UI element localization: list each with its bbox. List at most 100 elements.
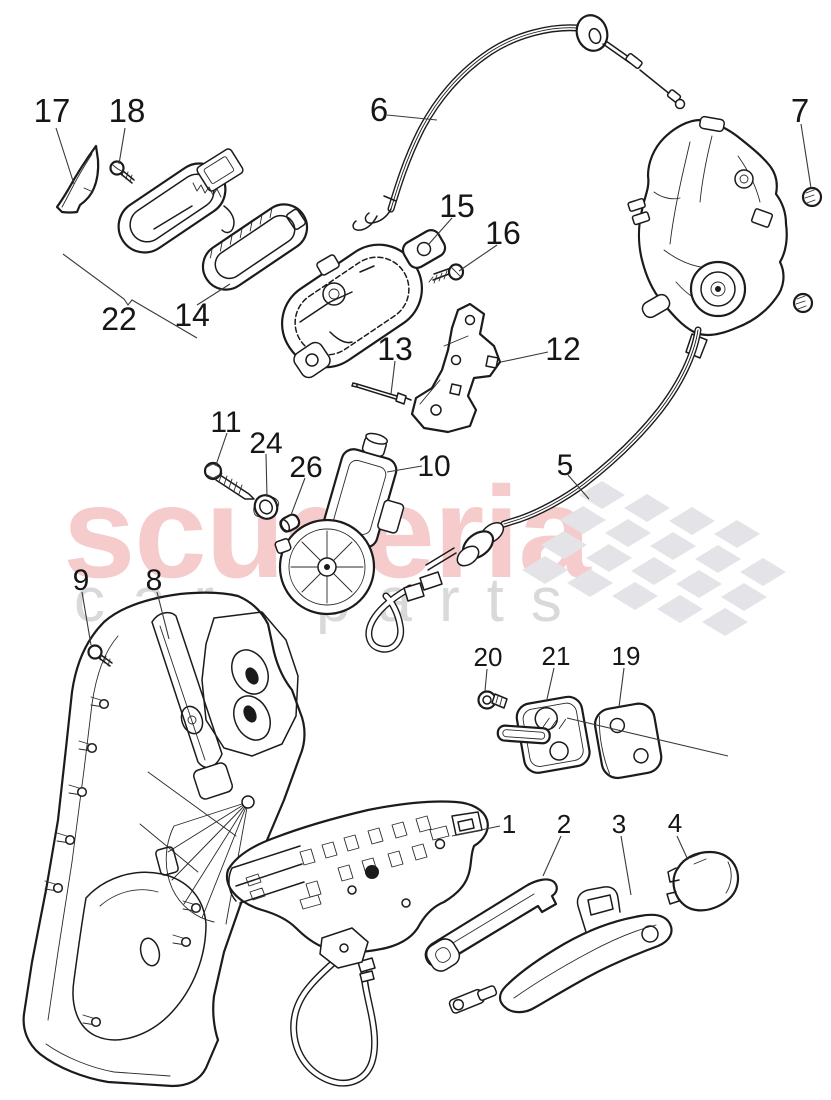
- callout-11: 11: [210, 406, 241, 439]
- bezel14-outer: [201, 203, 309, 291]
- callout-14: 14: [174, 297, 210, 333]
- striker-alignment-line: [566, 717, 729, 757]
- screw-slot: [112, 164, 123, 172]
- lock-drum-inner: [700, 271, 736, 307]
- leader-9: [81, 591, 92, 646]
- panel-rib-hub: [241, 795, 255, 809]
- part-4-end-cap: [666, 850, 740, 912]
- motor-mount-tab: [274, 538, 292, 554]
- screw16-threads: [428, 270, 448, 284]
- callout-13: 13: [377, 331, 413, 367]
- part-10-window-motor: [274, 432, 405, 616]
- bezel-housing-inner: [203, 156, 235, 184]
- gasket-foot: [293, 341, 331, 379]
- bezel-lever: [153, 205, 235, 234]
- bezel-spring-coil: [192, 182, 222, 198]
- part-13-pin: [351, 382, 412, 405]
- motor-cap-top: [365, 432, 388, 445]
- shim-hole-top: [609, 717, 626, 734]
- bracket-hole-3: [430, 404, 442, 416]
- bolt-threads: [218, 472, 243, 495]
- part-21-striker: [496, 695, 591, 774]
- leader-24: [265, 453, 268, 498]
- lock-drum-hub: [710, 281, 726, 297]
- shim-hole-bottom: [633, 748, 649, 764]
- shim-plate: [593, 702, 663, 780]
- cover-end-cap: [425, 938, 461, 972]
- screw7-threads-upper: [804, 189, 816, 204]
- shim-edge-line: [598, 715, 611, 774]
- callout-1: 1: [502, 809, 516, 839]
- cap-tabs: [666, 867, 680, 905]
- cover-end-cap-body: [425, 938, 461, 972]
- gasket-foot-hole: [305, 353, 319, 367]
- carrier-bottom-hole: [339, 943, 349, 953]
- lock-side-tab: [750, 208, 774, 228]
- leader-lines: [55, 114, 812, 896]
- screw20-shank: [491, 693, 508, 709]
- grommet-bore: [259, 499, 273, 515]
- leader-21: [546, 667, 555, 700]
- bushing-bore: [279, 519, 291, 533]
- part-6-release-cable: [352, 14, 686, 231]
- callout-4: 4: [668, 808, 682, 838]
- carrier-bottom-tab: [319, 927, 369, 969]
- gasket-lug: [401, 229, 447, 269]
- door-lock-assembly: [627, 115, 788, 359]
- cable6-tube-strand: [390, 27, 579, 210]
- cable6-end-disc-hub: [588, 27, 602, 45]
- bezel14-hatch: [209, 208, 273, 259]
- part-17-trim-cap: [55, 144, 100, 214]
- trim-cap-outline: [55, 144, 100, 214]
- cable5-loop-core: [366, 585, 413, 652]
- part-19-shim: [593, 702, 663, 780]
- stud-icon: [64, 834, 76, 846]
- lock-prong-2: [631, 211, 651, 226]
- part-11-bolt: [203, 461, 255, 500]
- panel-stud-shanks: [44, 696, 197, 1026]
- cable6-ferrule: [625, 52, 643, 70]
- callout-8: 8: [146, 564, 163, 597]
- panel-inner-edge: [45, 635, 171, 1077]
- stud-icon: [190, 902, 202, 914]
- panel-window-rail: [151, 611, 223, 769]
- lock-drum-center: [715, 286, 721, 292]
- leader-6: [386, 114, 438, 121]
- leader-12: [500, 351, 549, 363]
- handle-pin-hole: [641, 925, 659, 943]
- cable5-connector: [403, 571, 443, 602]
- part-16-screw: [428, 263, 465, 284]
- part-3-door-handle: [448, 886, 673, 1014]
- cable6-end-disc: [575, 14, 609, 52]
- bezel14-inner: [214, 214, 296, 280]
- stud-icon: [98, 698, 110, 710]
- gasket-block: [316, 254, 340, 276]
- cable5-wire: [425, 547, 457, 571]
- lock-boss: [734, 169, 754, 189]
- bracket-hole-2: [450, 354, 462, 366]
- leader-3: [620, 835, 632, 896]
- striker-loop-bar-inner: [502, 729, 546, 740]
- carrier-slots: [245, 815, 450, 910]
- callout-7: 7: [791, 92, 809, 129]
- cap-inner-line: [725, 861, 732, 894]
- cover-inner-line: [437, 893, 535, 953]
- panel-rail-block: [193, 762, 233, 800]
- handle-outline: [498, 913, 673, 1014]
- part-5-lock-cable: [365, 326, 702, 653]
- panel-oval-hole-2-core: [243, 705, 257, 723]
- panel-small-oval: [139, 937, 161, 967]
- carrier-hole-3: [401, 898, 411, 908]
- leader-19: [618, 667, 625, 708]
- stud-icon: [76, 786, 88, 798]
- bracket-hole-1: [464, 314, 476, 326]
- checkered-flag-watermark: [522, 481, 786, 636]
- callout-18: 18: [109, 92, 146, 129]
- leader-18: [118, 127, 126, 165]
- lock-left-prongs: [627, 197, 651, 226]
- callout-15: 15: [439, 188, 475, 224]
- cover-end-cap-hole: [435, 947, 451, 963]
- handle-hook-window: [587, 894, 614, 916]
- leader-10: [386, 465, 423, 473]
